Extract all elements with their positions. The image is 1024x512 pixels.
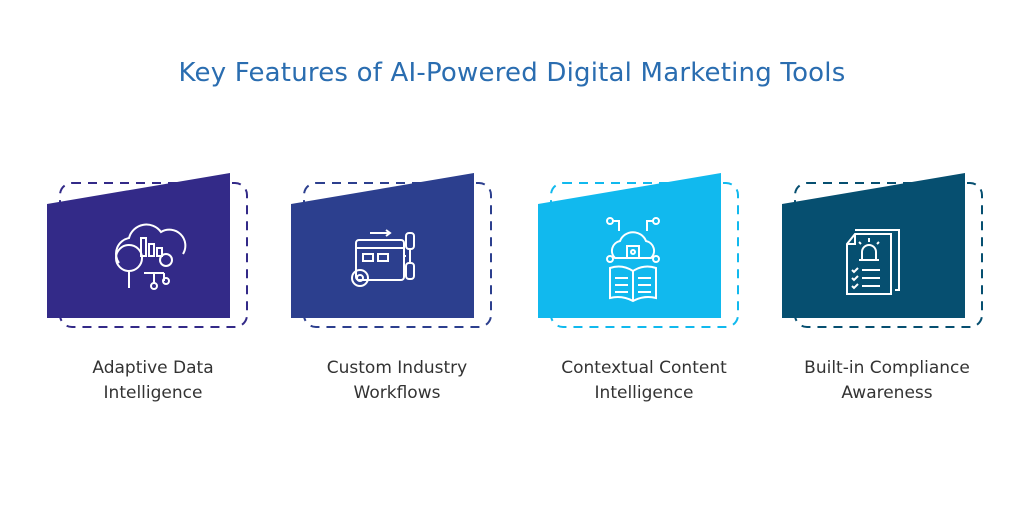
feature-card-contextual-content xyxy=(535,168,745,333)
feature-card-custom-workflows xyxy=(288,168,498,333)
page-title: Key Features of AI-Powered Digital Marke… xyxy=(178,58,846,88)
cloud-analytics-search-icon xyxy=(115,223,187,290)
feature-card-built-in-compliance xyxy=(779,168,989,333)
ai-brain-book-icon xyxy=(606,217,660,303)
feature-card-adaptive-data xyxy=(44,168,254,333)
workflow-gear-icon xyxy=(351,229,415,287)
compliance-checklist-icon xyxy=(846,229,900,295)
